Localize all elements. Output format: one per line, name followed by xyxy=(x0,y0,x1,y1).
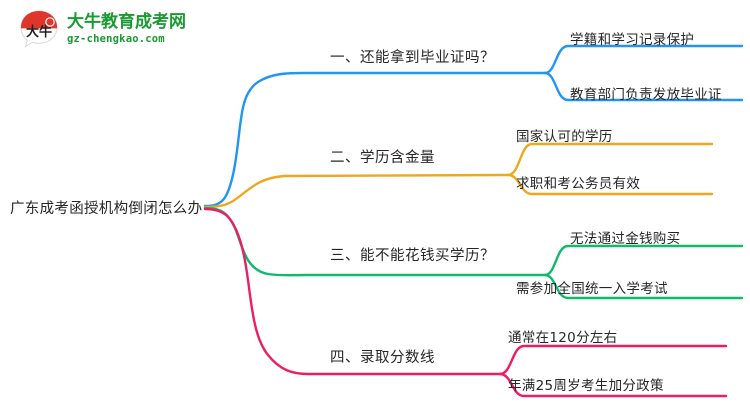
site-logo[interactable]: 大牛 大牛教育成考网 gz-chengkao.com xyxy=(18,8,186,50)
branch-leaf-line-3a xyxy=(543,244,744,277)
mindmap-branch-node-4[interactable]: 四、录取分数线 xyxy=(330,350,435,366)
branch-leaf-line-4b xyxy=(498,372,728,398)
mindmap-leaf-node-2-2[interactable]: 求职和考公务员有效 xyxy=(516,176,641,192)
logo-subtitle: gz-chengkao.com xyxy=(67,32,165,45)
branch-leaf-line-1b xyxy=(543,71,744,102)
branch-leaf-line-2a xyxy=(506,142,714,177)
svg-text:大牛: 大牛 xyxy=(26,24,52,40)
logo-mark-icon: 大牛 xyxy=(18,8,60,50)
branch-connector-1 xyxy=(203,44,744,208)
mindmap-leaf-node-3-2[interactable]: 需参加全国统一入学考试 xyxy=(516,281,668,297)
branch-connector-4 xyxy=(203,207,728,398)
mindmap-leaf-node-1-1[interactable]: 学籍和学习记录保护 xyxy=(570,32,695,48)
mindmap-leaf-node-4-1[interactable]: 通常在120分左右 xyxy=(508,330,618,346)
mindmap-leaf-node-4-2[interactable]: 年满25周岁考生加分政策 xyxy=(508,378,664,394)
mindmap-leaf-node-2-1[interactable]: 国家认可的学历 xyxy=(516,129,613,145)
branch-trunk-2 xyxy=(203,173,510,209)
branch-connector-2 xyxy=(203,142,714,209)
branch-trunk-3 xyxy=(203,206,547,277)
mindmap-leaf-node-3-1[interactable]: 无法通过金钱购买 xyxy=(570,231,681,247)
logo-title: 大牛教育成考网 xyxy=(67,11,186,32)
mindmap-branch-node-3[interactable]: 三、能不能花钱买学历？ xyxy=(330,248,495,264)
branch-trunk-4 xyxy=(203,207,502,376)
mindmap-root-node[interactable]: 广东成考函授机构倒闭怎么办 xyxy=(10,201,203,217)
branch-leaf-line-1a xyxy=(543,44,744,75)
mindmap-branch-node-1[interactable]: 一、还能拿到毕业证吗？ xyxy=(330,50,495,66)
mindmap-branch-node-2[interactable]: 二、学历含金量 xyxy=(330,150,435,166)
branch-leaf-line-2b xyxy=(506,173,714,196)
branch-leaf-line-4a xyxy=(498,344,728,376)
branch-trunk-1 xyxy=(203,71,547,208)
branch-leaf-line-3b xyxy=(543,273,744,300)
mindmap-leaf-node-1-2[interactable]: 教育部门负责发放毕业证 xyxy=(570,87,722,103)
